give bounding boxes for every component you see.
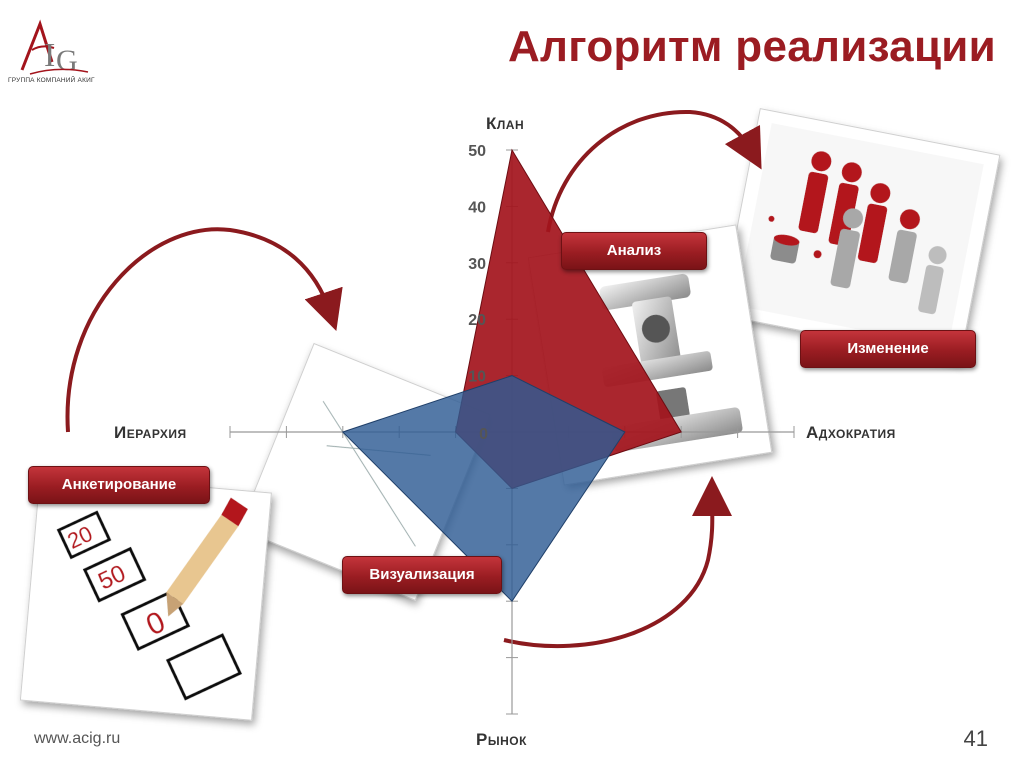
arrow-to-visualization	[65, 227, 343, 433]
axis-label-bottom: Рынок	[476, 730, 527, 749]
logo-subtitle: ГРУППА КОМПАНИЙ АКИГ	[8, 77, 95, 84]
arrow-to-analysis	[503, 476, 733, 648]
footer-url[interactable]: www.acig.ru	[34, 730, 121, 747]
photo-change-card	[719, 108, 1001, 362]
axis-label-top: Клан	[486, 114, 525, 133]
radar-plot: 0 10 20 30 40 50	[229, 143, 795, 715]
photo-questionnaire-card: 20 50 0	[19, 472, 272, 721]
page-number: 41	[963, 726, 988, 751]
page-title: Алгоритм реализации	[507, 22, 996, 71]
tick-label: 50	[468, 143, 486, 160]
acig-logo: I G	[20, 19, 89, 77]
analysis-step-button[interactable]: Анализ	[561, 232, 707, 270]
pencil-icon	[166, 497, 248, 617]
axis-label-right: Адхократия	[806, 423, 896, 442]
svg-text:I: I	[44, 37, 55, 74]
series-polygon-2	[341, 375, 626, 602]
tick-label: 30	[468, 256, 486, 273]
tick-label: 40	[468, 199, 486, 216]
change-step-button[interactable]: Изменение	[800, 330, 976, 368]
people-figures-image	[768, 151, 947, 315]
axis-label-left: Иерархия	[114, 423, 187, 442]
tick-label: 20	[468, 312, 486, 329]
arrow-to-change	[546, 109, 762, 233]
questionnaire-step-button[interactable]: Анкетирование	[28, 466, 210, 504]
visualization-step-button[interactable]: Визуализация	[342, 556, 502, 594]
tick-label: 0	[479, 426, 488, 443]
tick-label: 10	[468, 369, 486, 386]
